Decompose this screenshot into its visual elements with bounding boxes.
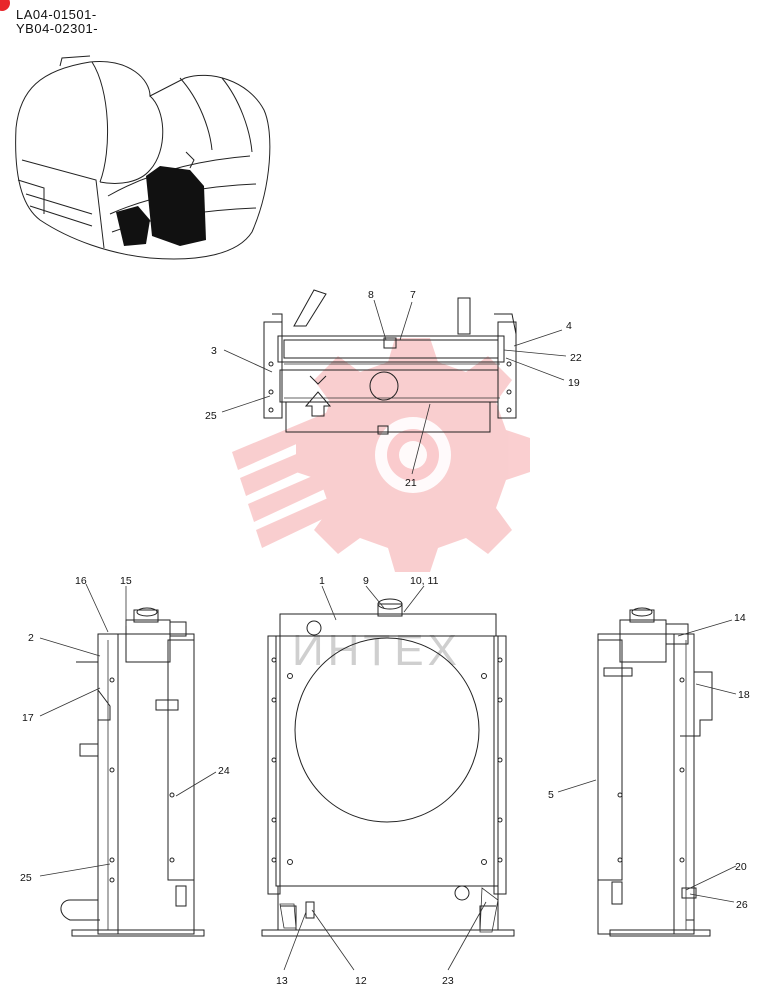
callout-2: 2 [28,632,34,644]
callout-14: 14 [734,612,746,624]
callout-16: 16 [75,575,87,587]
callout-24: 24 [218,765,230,777]
radiator-left-side-view [60,607,205,937]
callout-20: 20 [735,861,747,873]
callout-21: 21 [405,477,417,489]
callout-1: 1 [319,575,325,587]
corner-badge [0,0,10,11]
callout-18: 18 [738,689,750,701]
callout-3: 3 [211,345,217,357]
serial-range-2: YB04-02301- [16,21,99,36]
radiator-right-side-view [597,607,713,937]
callout-4: 4 [566,320,572,332]
callout-labels: 8 7 4 3 22 19 25 21 16 15 2 17 24 25 1 9… [20,289,750,987]
radiator-front-view [261,598,515,937]
machine-overview [15,55,271,260]
callout-25-left: 25 [20,872,32,884]
callout-26: 26 [736,899,748,911]
callout-25-top: 25 [205,410,217,422]
callout-22: 22 [570,352,582,364]
callout-9: 9 [363,575,369,587]
callout-8: 8 [368,289,374,301]
callout-7: 7 [410,289,416,301]
callout-10-11: 10, 11 [410,575,439,587]
watermark-text: ИНТЕХ [292,626,461,675]
callout-12: 12 [355,975,367,987]
callout-19: 19 [568,377,580,389]
callout-17: 17 [22,712,34,724]
serial-range-1: LA04-01501- [16,7,97,22]
callout-5: 5 [548,789,554,801]
callout-15: 15 [120,575,132,587]
callout-13: 13 [276,975,288,987]
radiator-top-view [263,289,517,435]
callout-23: 23 [442,975,454,987]
leader-lines [39,299,737,971]
